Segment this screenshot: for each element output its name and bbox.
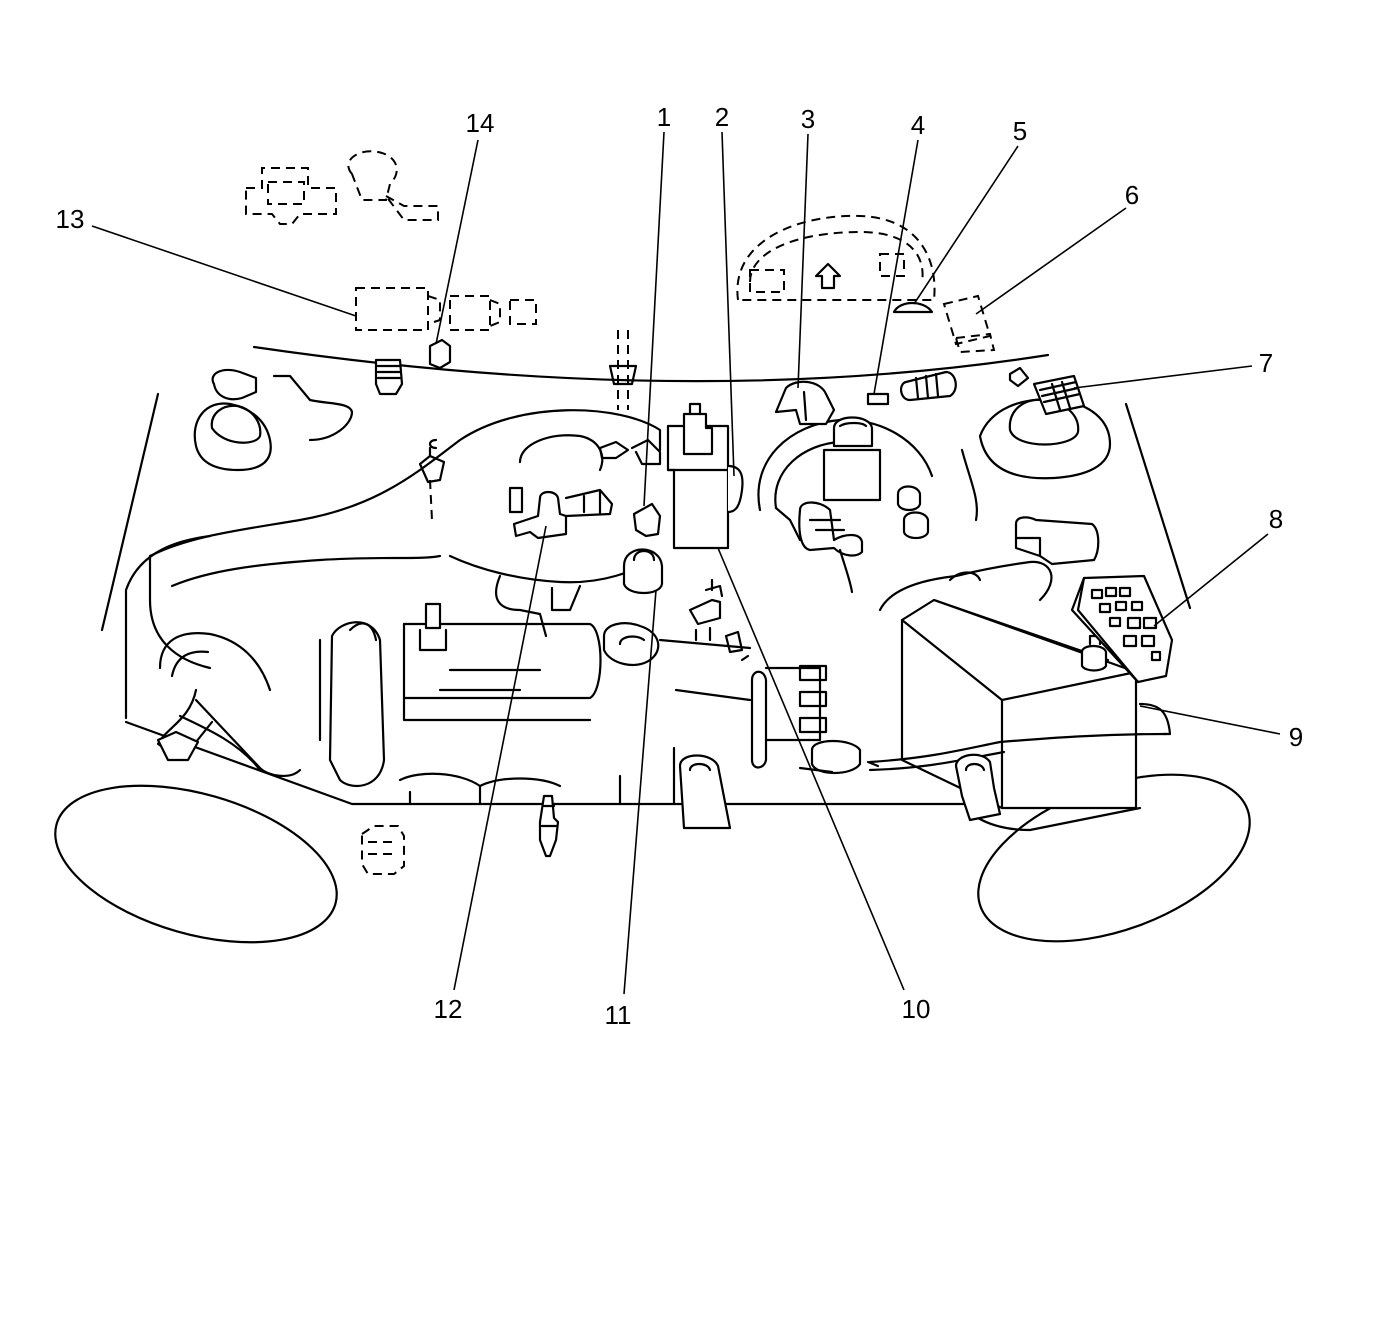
leader-14 bbox=[435, 139, 479, 345]
leader-13 bbox=[91, 225, 357, 317]
callout-3: 3 bbox=[801, 104, 815, 134]
callout-4: 4 bbox=[911, 110, 925, 140]
callout-14: 14 bbox=[466, 108, 495, 138]
callout-13: 13 bbox=[56, 204, 85, 234]
central-components bbox=[418, 402, 750, 662]
callout-10: 10 bbox=[902, 994, 931, 1024]
callout-5: 5 bbox=[1013, 116, 1027, 146]
strut-towers bbox=[193, 368, 1112, 522]
leader-3 bbox=[797, 133, 809, 389]
leader-6 bbox=[975, 207, 1127, 315]
callout-12: 12 bbox=[434, 994, 463, 1024]
leader-7 bbox=[1073, 365, 1253, 389]
callout-2: 2 bbox=[715, 102, 729, 132]
leader-lines bbox=[91, 131, 1281, 995]
interior-components-dashed bbox=[245, 150, 996, 875]
leader-12 bbox=[453, 525, 547, 991]
battery-and-fuse-box bbox=[868, 560, 1174, 832]
callout-6: 6 bbox=[1125, 180, 1139, 210]
leader-2 bbox=[721, 131, 735, 477]
callout-7: 7 bbox=[1259, 348, 1273, 378]
callout-11: 11 bbox=[605, 1000, 632, 1030]
misc-components bbox=[156, 330, 732, 858]
engine-block bbox=[318, 602, 880, 806]
leader-1 bbox=[643, 131, 665, 507]
vehicle-body-outline bbox=[54, 392, 1251, 944]
callout-8: 8 bbox=[1269, 504, 1283, 534]
leader-9 bbox=[1139, 705, 1281, 735]
leader-11 bbox=[623, 589, 657, 995]
leader-5 bbox=[913, 145, 1019, 305]
leader-10 bbox=[717, 547, 905, 991]
leader-8 bbox=[1153, 533, 1269, 627]
brake-master-cylinder bbox=[757, 366, 1100, 594]
callout-1: 1 bbox=[657, 102, 671, 132]
callout-9: 9 bbox=[1289, 722, 1303, 752]
callout-labels: 1 2 3 4 5 6 7 8 9 10 11 12 13 14 bbox=[56, 102, 1304, 1030]
leader-4 bbox=[873, 139, 919, 395]
